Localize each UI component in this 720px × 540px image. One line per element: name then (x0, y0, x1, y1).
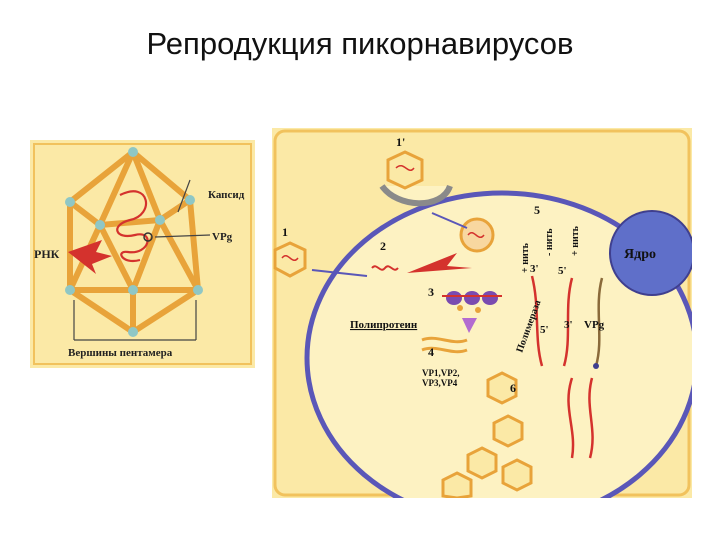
five-prime-label: 5' (558, 265, 567, 277)
vpg-marker (593, 363, 599, 369)
three-prime-label-2: 3' (564, 319, 573, 331)
step-4: 4 (428, 345, 434, 359)
uncoating-arrow (407, 253, 472, 273)
capsid-figure-frame (33, 143, 252, 365)
plus-strand-replication (530, 275, 544, 367)
step-2: 2 (380, 239, 386, 253)
plus-strand-new (594, 277, 604, 367)
minus-strand-replication (562, 277, 574, 367)
vpg-label: VPg (212, 231, 233, 243)
rna-pointer-arrow (68, 240, 112, 274)
vpg-label-cycle: VPg (584, 319, 605, 331)
nucleus-label: Ядро (624, 247, 656, 262)
plus-strand-label: + нить (520, 242, 531, 273)
new-rna-strand-b (588, 377, 594, 459)
replication-cycle-figure: Ядро (272, 128, 700, 526)
step-1prime: 1' (396, 135, 405, 149)
plus-strand-label-2: + нить (570, 225, 581, 256)
pentamer-vertex-nodes (65, 147, 203, 337)
polyprotein-chain (421, 336, 468, 344)
rna-label: РНК (34, 247, 60, 261)
cleavage-arrow (462, 318, 477, 333)
rna-strand (116, 190, 149, 263)
capsid-pointer-line (177, 179, 191, 213)
vpg-protein-marker (143, 232, 153, 242)
vp-label-line2: VP3,VP4 (422, 378, 458, 388)
step-1: 1 (282, 225, 288, 239)
protein-chain-b (421, 346, 468, 354)
vp-label-line1: VP1,VP2, (422, 368, 460, 378)
pentamer-vertices-label: Вершины пентамера (68, 347, 173, 359)
three-prime-label: 3' (530, 263, 539, 275)
ribosomes (442, 291, 502, 313)
step-3: 3 (428, 285, 434, 299)
capsid-label: Капсид (208, 189, 245, 201)
step-5: 5 (534, 203, 540, 217)
virion-in-vesicle (459, 217, 495, 253)
entry-arrow (311, 269, 368, 277)
slide-title: Репродукция пикорнавирусов (146, 26, 574, 61)
minus-strand-label: - нить (544, 228, 555, 256)
virion-entering (273, 241, 307, 278)
polyprotein-label: Полипротеин (350, 319, 418, 331)
progeny-virions (441, 371, 533, 500)
step-6: 6 (510, 381, 516, 395)
new-rna-strand-a (567, 377, 575, 459)
virion-1prime (386, 150, 424, 190)
endocytic-pit (379, 184, 453, 207)
vpg-pointer-line (154, 234, 211, 238)
vesicle-arrow (431, 212, 468, 229)
five-prime-label-2: 5' (540, 324, 549, 336)
released-rna (371, 265, 399, 271)
capsid-structure-figure: Капсид VPg РНК Вершины пентамера (30, 140, 255, 368)
